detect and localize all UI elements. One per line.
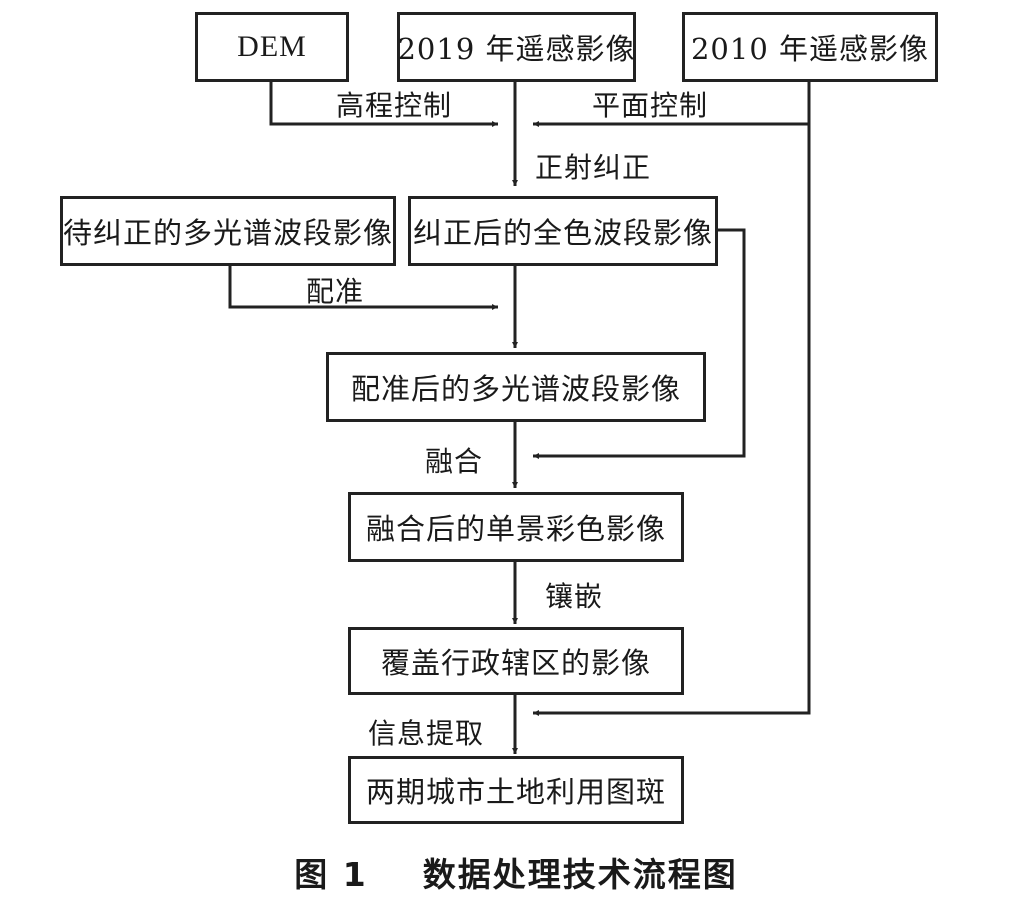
figure-caption: 图 1 数据处理技术流程图 xyxy=(0,848,1032,896)
fusion-label: 融合 xyxy=(425,445,484,478)
orthorectify-label: 正射纠正 xyxy=(535,151,652,184)
multispectral-box: 待纠正的多光谱波段影像 xyxy=(60,196,396,266)
elevation-control-label: 高程控制 xyxy=(336,89,453,122)
image-2010-box: 2010 年遥感影像 xyxy=(682,12,938,82)
connector-pan-fusion xyxy=(533,228,746,459)
connector-multispectral-registration xyxy=(228,264,498,310)
plane-control-label: 平面控制 xyxy=(592,89,709,122)
fused-box: 融合后的单景彩色影像 xyxy=(348,492,684,562)
image-2019-box: 2019 年遥感影像 xyxy=(397,12,636,82)
figure-number: 图 1 xyxy=(294,855,368,894)
pan-corrected-box: 纠正后的全色波段影像 xyxy=(408,196,718,266)
connector-2010-extraction xyxy=(533,124,811,716)
extraction-label: 信息提取 xyxy=(368,717,485,750)
figure-title: 数据处理技术流程图 xyxy=(422,855,738,894)
mosaic-label: 镶嵌 xyxy=(545,580,604,613)
clipped-box: 覆盖行政辖区的影像 xyxy=(348,627,684,695)
dem-box: DEM xyxy=(195,12,349,82)
registered-box: 配准后的多光谱波段影像 xyxy=(326,352,706,422)
registration-label: 配准 xyxy=(306,275,365,308)
landuse-box: 两期城市土地利用图斑 xyxy=(348,756,684,824)
connector-dem-elevation xyxy=(269,82,498,127)
